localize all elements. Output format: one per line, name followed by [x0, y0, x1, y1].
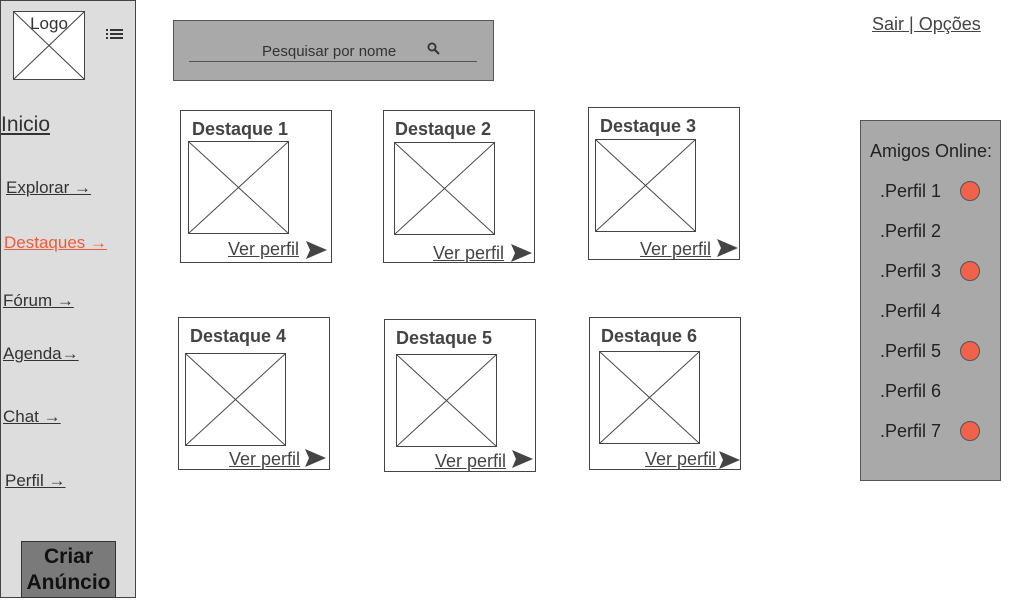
online-status-icon [960, 341, 980, 361]
nav-item-inicio[interactable]: Inicio [1, 113, 51, 136]
send-arrow-icon[interactable] [719, 451, 741, 474]
image-placeholder-icon [596, 140, 695, 231]
view-profile-link[interactable]: Ver perfil [645, 449, 717, 469]
logout-options-links[interactable]: Sair | Opções [872, 14, 981, 34]
image-placeholder-icon [397, 355, 496, 446]
image-placeholder-icon [395, 143, 494, 234]
card-title: Destaque 2 [395, 119, 492, 139]
card-title: Destaque 6 [601, 326, 698, 346]
create-ad-button[interactable]: Criar Anúncio [21, 541, 116, 598]
card-title: Destaque 3 [600, 116, 697, 136]
online-friends-title: Amigos Online: [870, 141, 993, 161]
view-profile-link[interactable]: Ver perfil [433, 243, 505, 263]
view-profile-link[interactable]: Ver perfil [435, 451, 507, 471]
friend-item-perfil-5[interactable]: .Perfil 5 [880, 341, 942, 361]
card-title: Destaque 1 [192, 119, 289, 139]
highlight-card-4: Destaque 4 Ver perfil [178, 317, 330, 470]
card-image-placeholder [394, 142, 495, 235]
nav-item-forum[interactable]: Fórum → [3, 291, 74, 310]
logo[interactable]: Logo [13, 11, 85, 80]
send-arrow-icon[interactable] [305, 449, 327, 472]
online-friends-panel: Amigos Online: .Perfil 1 .Perfil 2 .Perf… [860, 120, 1001, 481]
view-profile-link[interactable]: Ver perfil [228, 239, 300, 259]
image-placeholder-icon [186, 354, 285, 445]
send-arrow-icon[interactable] [511, 244, 533, 267]
create-ad-label-line1: Criar [43, 545, 94, 568]
friend-item-perfil-7[interactable]: .Perfil 7 [880, 421, 942, 441]
card-image-placeholder [599, 351, 700, 444]
card-image-placeholder [188, 141, 289, 234]
friend-item-perfil-3[interactable]: .Perfil 3 [880, 261, 942, 281]
friend-item-perfil-2[interactable]: .Perfil 2 [880, 221, 942, 241]
highlight-card-2: Destaque 2 Ver perfil [383, 110, 535, 263]
friend-item-perfil-6[interactable]: .Perfil 6 [880, 381, 942, 401]
search-icon[interactable] [427, 42, 441, 61]
menu-list-icon[interactable] [105, 27, 125, 48]
search-underline [189, 61, 477, 62]
send-arrow-icon[interactable] [306, 241, 328, 264]
card-title: Destaque 4 [190, 326, 287, 346]
nav-item-explorar[interactable]: Explorar → [6, 178, 92, 197]
image-placeholder-icon [600, 352, 699, 443]
view-profile-link[interactable]: Ver perfil [640, 239, 712, 259]
highlight-card-3: Destaque 3 Ver perfil [588, 107, 740, 260]
view-profile-link[interactable]: Ver perfil [229, 449, 301, 469]
card-image-placeholder [185, 353, 286, 446]
send-arrow-icon[interactable] [717, 239, 739, 262]
friend-item-perfil-4[interactable]: .Perfil 4 [880, 301, 942, 321]
logo-placeholder-icon [14, 12, 84, 79]
card-image-placeholder [396, 354, 497, 447]
logo-label: Logo [30, 14, 68, 33]
highlight-card-5: Destaque 5 Ver perfil [384, 319, 536, 472]
search-input[interactable]: Pesquisar por nome [262, 43, 397, 60]
search-bar: Pesquisar por nome [173, 20, 494, 81]
highlight-card-6: Destaque 6 Ver perfil [589, 317, 741, 470]
image-placeholder-icon [189, 142, 288, 233]
online-status-icon [960, 421, 980, 441]
sidebar: Logo Inicio Explorar → Destaques → Fórum… [0, 0, 136, 598]
nav-item-chat[interactable]: Chat → [3, 407, 61, 426]
card-image-placeholder [595, 139, 696, 232]
nav-item-perfil[interactable]: Perfil → [5, 471, 66, 490]
nav-item-destaques[interactable]: Destaques → [4, 233, 107, 252]
card-title: Destaque 5 [396, 328, 493, 348]
online-status-icon [960, 181, 980, 201]
create-ad-label-line2: Anúncio [26, 571, 111, 594]
send-arrow-icon[interactable] [512, 450, 534, 473]
online-status-icon [960, 261, 980, 281]
nav-item-agenda[interactable]: Agenda→ [3, 344, 79, 363]
highlight-card-1: Destaque 1 Ver perfil [180, 110, 332, 263]
friend-item-perfil-1[interactable]: .Perfil 1 [880, 181, 942, 201]
